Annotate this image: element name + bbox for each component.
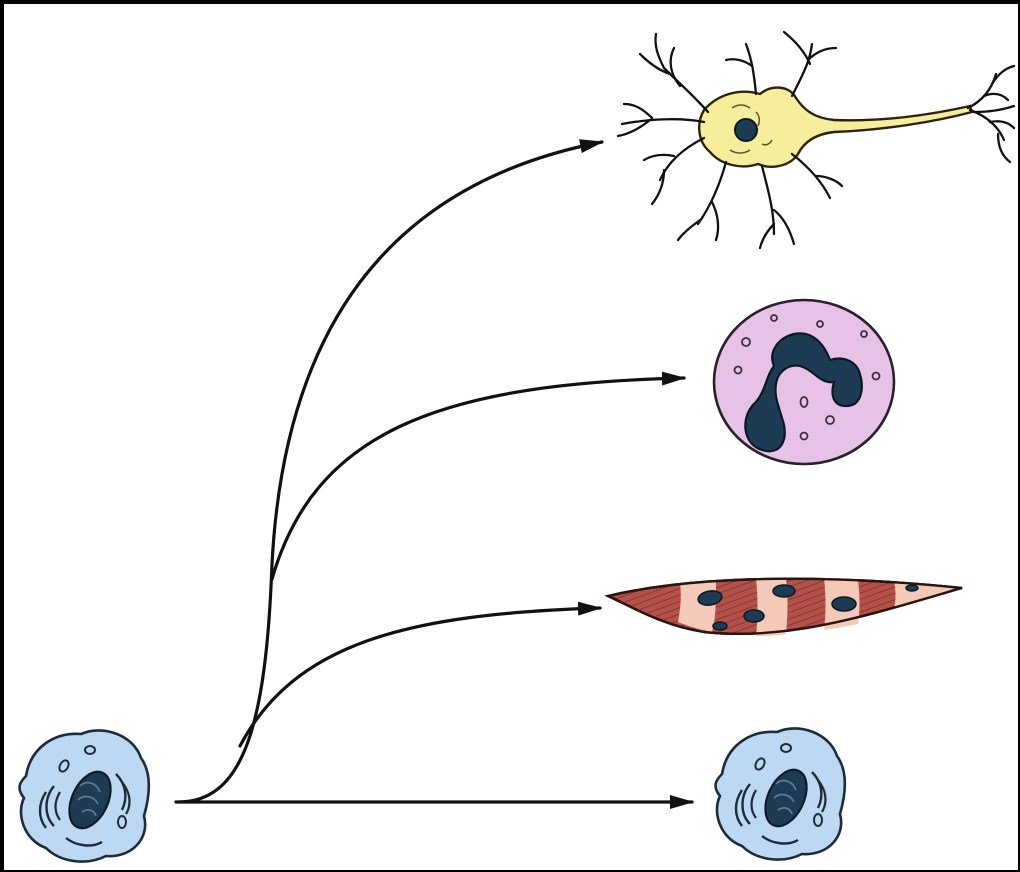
arrow-to-neuron bbox=[176, 142, 602, 802]
differentiation-diagram bbox=[4, 4, 1018, 870]
neuron-icon bbox=[618, 32, 1014, 248]
smooth-muscle-cell-icon bbox=[608, 578, 962, 636]
stem-cell-icon bbox=[20, 730, 149, 861]
arrow-to-neutrophil bbox=[272, 378, 684, 579]
arrows bbox=[176, 142, 692, 802]
stem-cell-copy-icon bbox=[716, 728, 845, 859]
neutrophil-icon bbox=[714, 300, 894, 464]
diagram-canvas bbox=[4, 4, 1018, 870]
arrow-to-muscle-cell bbox=[240, 608, 600, 746]
